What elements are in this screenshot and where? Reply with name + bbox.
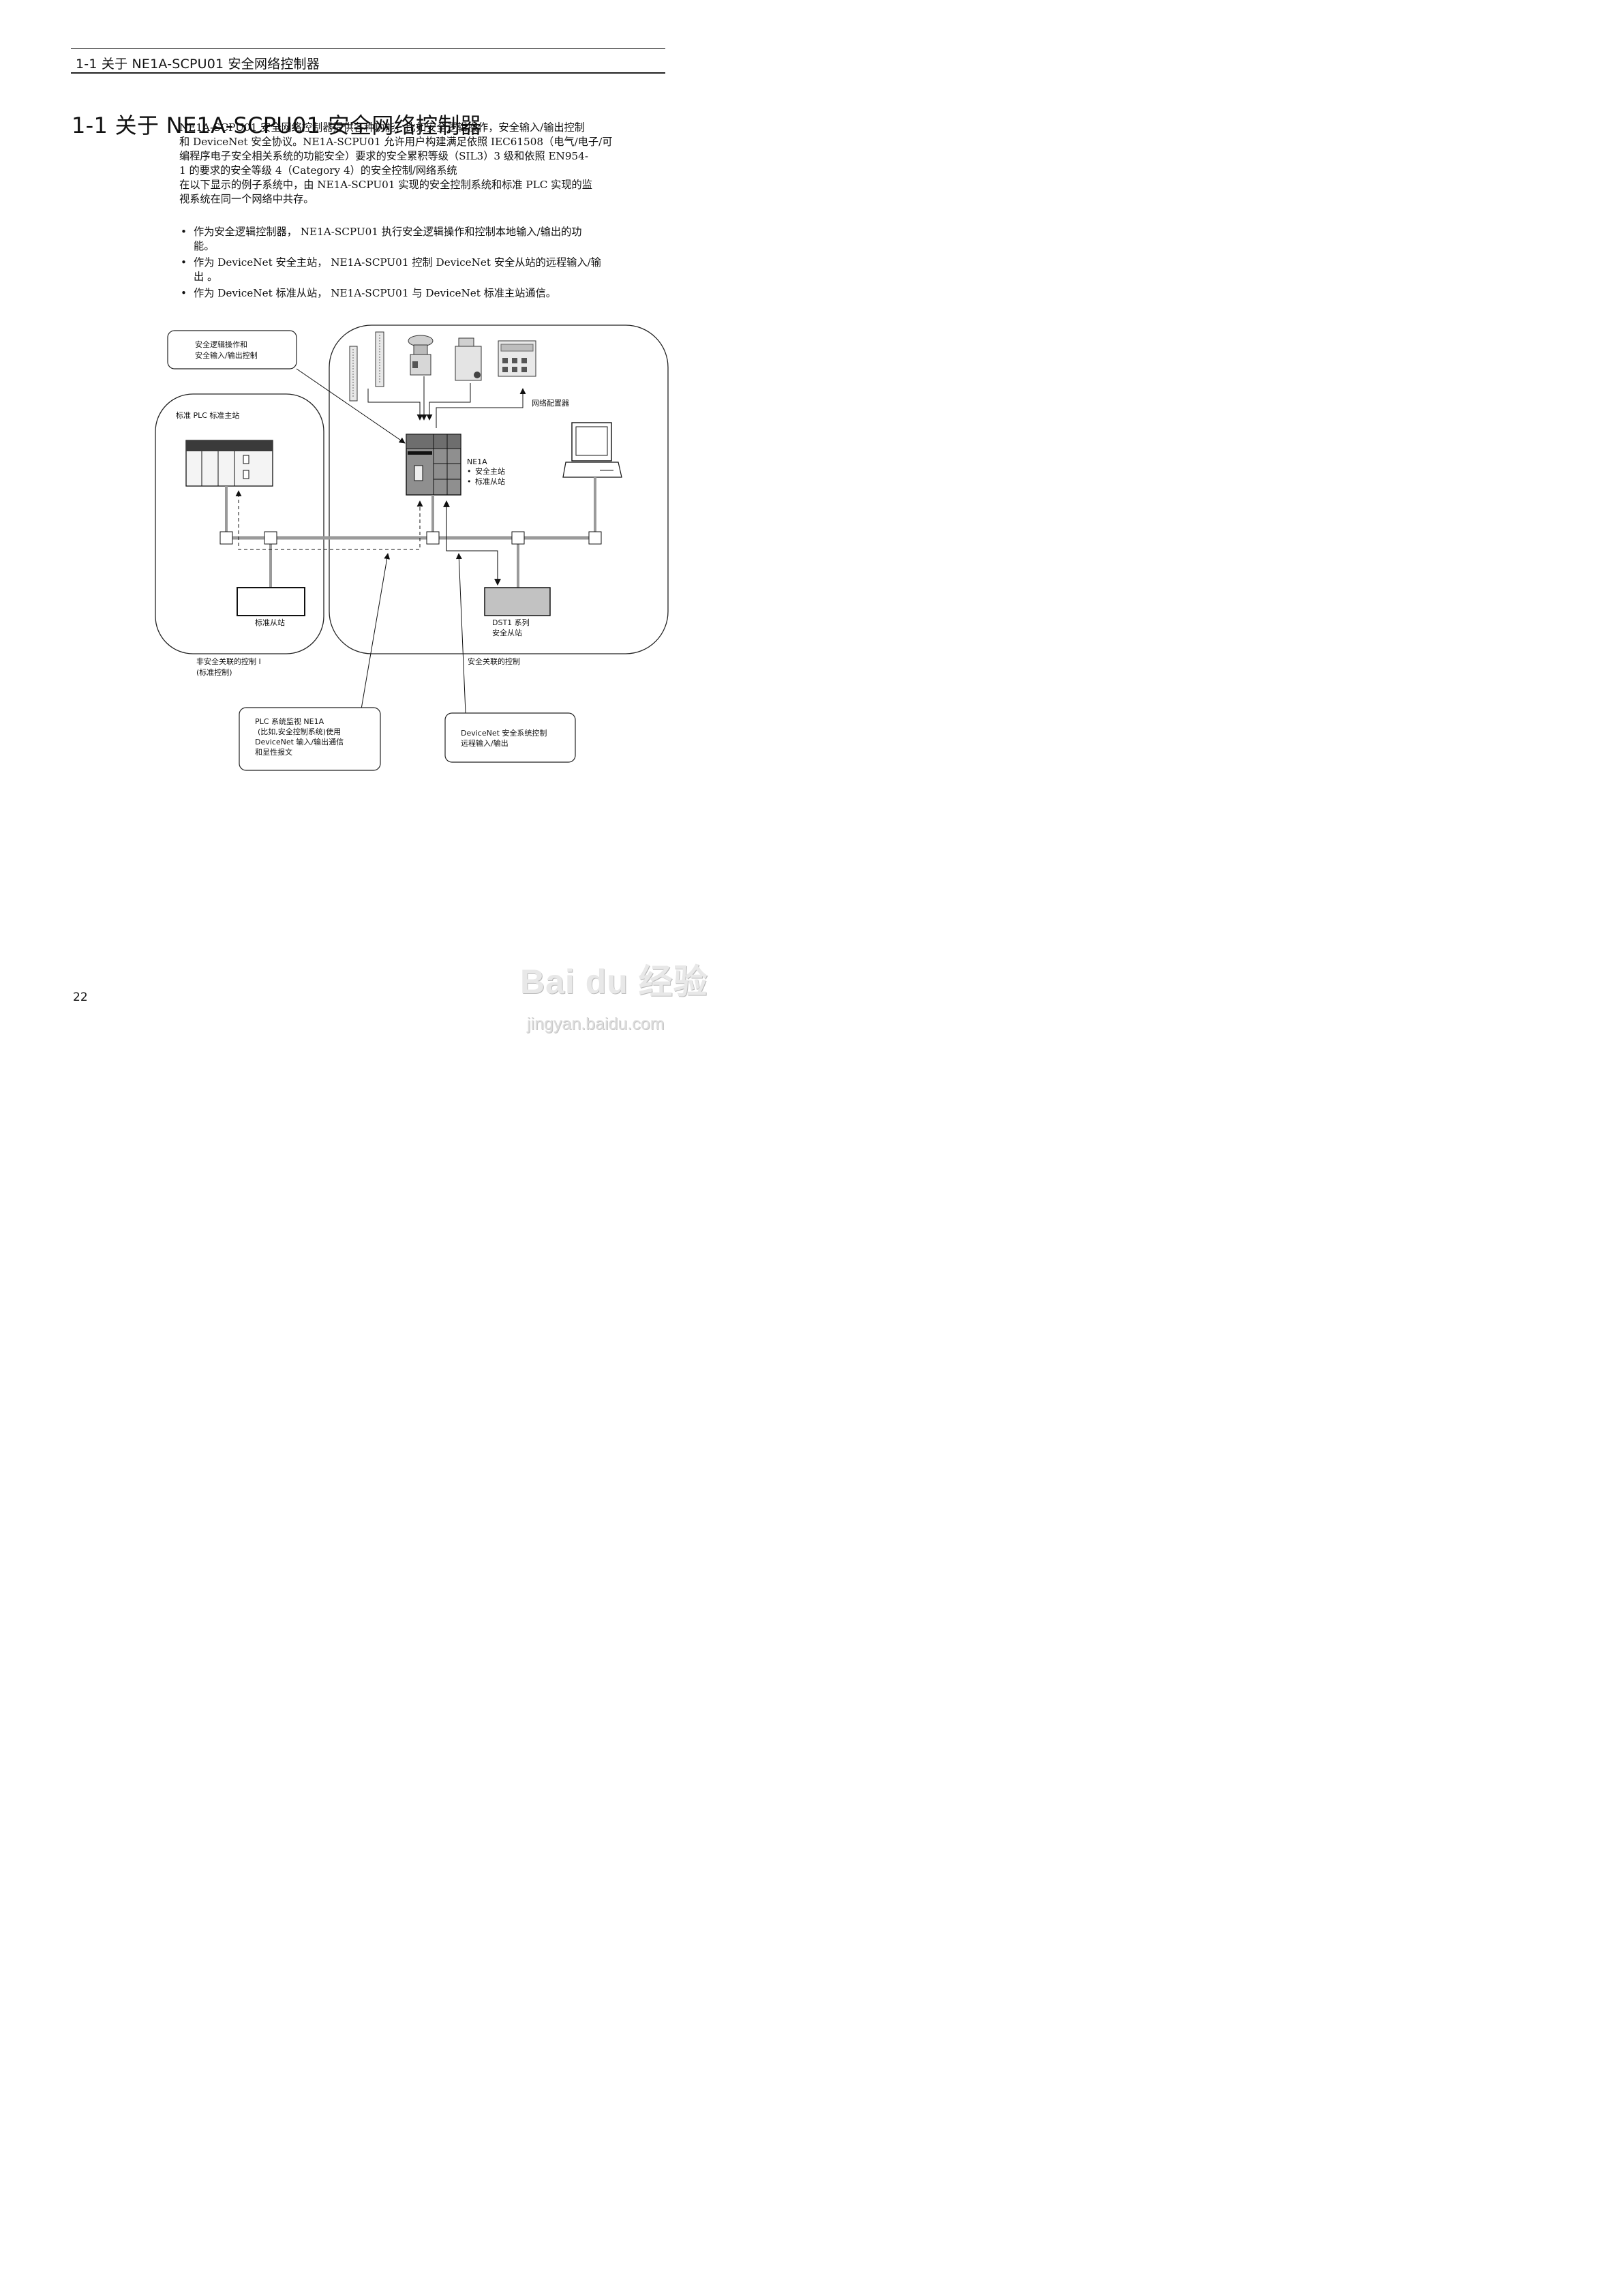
plc-master-label: 标准 PLC 标准主站	[176, 410, 239, 420]
light-curtain-icon	[349, 331, 384, 402]
wire-light-curtain	[367, 389, 423, 421]
dst1-label: DST1 系列	[492, 618, 530, 627]
callout-text: 远程输入/输出	[461, 738, 509, 748]
callout-devicenet-safety	[444, 712, 576, 763]
tap-node	[264, 531, 277, 545]
list-item-line: 作为 DeviceNet 标准从站， NE1A-SCPU01 与 DeviceN…	[194, 287, 556, 299]
bullet-icon: •	[181, 256, 187, 269]
callout-plc-monitor	[239, 707, 381, 771]
tap-node	[511, 531, 525, 545]
header-rule-top	[71, 48, 665, 49]
callout-arrow	[361, 553, 391, 710]
intro-line: 在以下显示的例子系统中，由 NE1A-SCPU01 实现的安全控制系统和标准 P…	[179, 179, 592, 191]
callout-text: 安全输入/输出控制	[195, 350, 258, 360]
safety-door-switch-icon	[455, 337, 482, 381]
intro-paragraph: NE1A-SCPU01 安全网络控制器提供各种功能，比如安全逻辑操作，安全输入/…	[179, 121, 665, 207]
list-item: • 作为安全逻辑控制器， NE1A-SCPU01 执行安全逻辑操作和控制本地输入…	[179, 225, 665, 254]
safety-io-path	[443, 500, 501, 586]
watermark-url: jingyan.baidu.com	[527, 1014, 665, 1033]
computer-icon	[562, 422, 622, 478]
running-header: 1-1 关于 NE1A-SCPU01 安全网络控制器	[76, 57, 320, 72]
bullet-icon: •	[181, 226, 187, 238]
safety-region	[329, 324, 669, 654]
system-diagram: 安全逻辑操作和 安全输入/输出控制 网络配置器	[155, 324, 669, 771]
tap-node	[219, 531, 233, 545]
callout-arrow	[296, 368, 406, 444]
wire-relay	[436, 388, 526, 428]
callout-text: DeviceNet 安全系统控制	[461, 728, 547, 738]
non-safety-label: 非安全关联的控制 I	[196, 656, 261, 666]
ne1a-controller	[406, 434, 461, 496]
callout-text: (比如,安全控制系统)使用	[258, 727, 341, 736]
configurator-label: 网络配置器	[532, 398, 569, 408]
ne1a-role: 标准从站	[475, 477, 505, 486]
callout-text: PLC 系统监视 NE1A	[255, 716, 324, 726]
watermark-logo: Bai du 经验	[520, 963, 708, 1001]
safety-label: 安全关联的控制	[468, 656, 520, 666]
intro-line: NE1A-SCPU01 安全网络控制器提供各种功能，比如安全逻辑操作，安全输入/…	[179, 121, 585, 134]
header-rule-bottom	[71, 72, 665, 74]
watermark: Bai du 经验 jingyan.baidu.com	[520, 954, 711, 1046]
list-item-line: 出 。	[194, 271, 218, 283]
list-item-line: 作为 DeviceNet 安全主站， NE1A-SCPU01 控制 Device…	[194, 256, 601, 269]
emergency-stop-icon	[408, 335, 434, 376]
callout-arrow	[455, 553, 466, 714]
callout-text: 和显性报文	[255, 747, 292, 757]
tap-node	[426, 531, 440, 545]
wire-door-switch	[426, 383, 471, 421]
dst1-label: 安全从站	[492, 628, 522, 637]
ne1a-role: 安全主站	[475, 466, 505, 476]
plc-rack	[185, 440, 273, 487]
non-safety-region	[155, 393, 324, 654]
callout-text: 安全逻辑操作和	[195, 339, 247, 349]
standard-slave-box	[237, 587, 305, 616]
ne1a-bullet: •	[467, 477, 472, 486]
ne1a-bullet: •	[467, 467, 472, 476]
function-list: • 作为安全逻辑控制器， NE1A-SCPU01 执行安全逻辑操作和控制本地输入…	[179, 225, 665, 303]
ne1a-label: NE1A	[467, 457, 487, 466]
safety-relay-icon	[498, 340, 536, 377]
callout-text: DeviceNet 输入/输出通信	[255, 737, 344, 746]
intro-line: 1 的要求的安全等级 4（Category 4）的安全控制/网络系统	[179, 164, 457, 177]
standard-slave-label: 标准从站	[255, 618, 285, 627]
page-number: 22	[73, 991, 88, 1004]
monitoring-path-dashed	[235, 490, 423, 550]
intro-line: 和 DeviceNet 安全协议。NE1A-SCPU01 允许用户构建满足依照 …	[179, 136, 613, 148]
bullet-icon: •	[181, 287, 187, 299]
callout-safety-logic	[167, 330, 297, 369]
list-item-line: 作为安全逻辑控制器， NE1A-SCPU01 执行安全逻辑操作和控制本地输入/输…	[194, 226, 582, 238]
intro-line: 视系统在同一个网络中共存。	[179, 193, 314, 205]
dst1-slave-box	[484, 587, 551, 616]
list-item-line: 能。	[194, 240, 215, 252]
section-title: 1-1 关于 NE1A-SCPU01 安全网络控制器	[72, 112, 482, 139]
list-item: • 作为 DeviceNet 标准从站， NE1A-SCPU01 与 Devic…	[179, 286, 665, 301]
intro-line: 编程序电子安全相关系统的功能安全）要求的安全累积等级（SIL3）3 级和依照 E…	[179, 150, 588, 162]
list-item: • 作为 DeviceNet 安全主站， NE1A-SCPU01 控制 Devi…	[179, 256, 665, 284]
tap-node	[588, 531, 602, 545]
non-safety-label: (标准控制)	[196, 667, 232, 677]
